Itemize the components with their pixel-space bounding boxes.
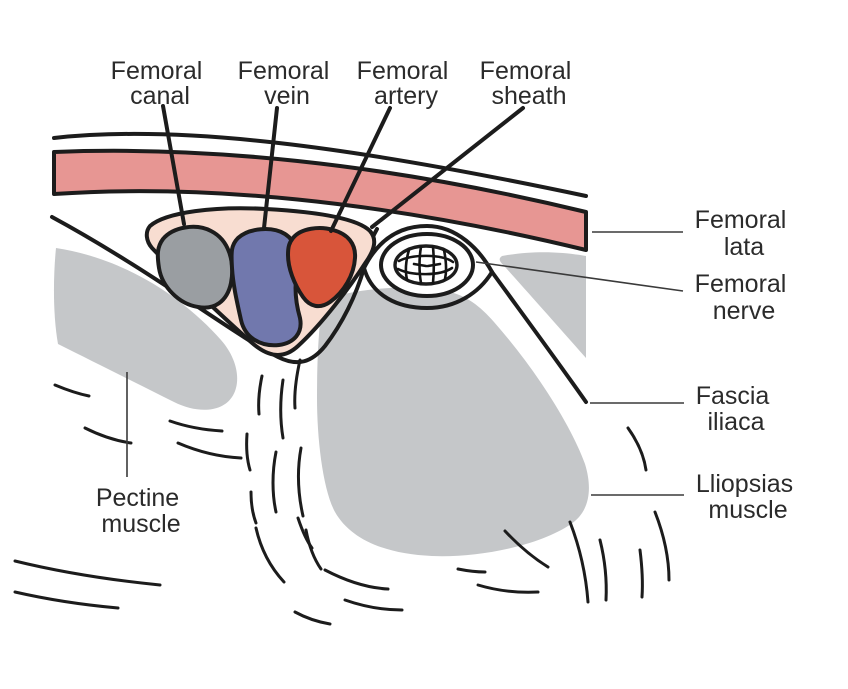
label-femoral-lata: Femoral lata (695, 206, 794, 261)
pectine-muscle-shape (53, 248, 238, 410)
label-lliopsias-muscle: Lliopsias muscle (696, 470, 800, 524)
leader-femoral-vein (262, 106, 279, 230)
leader-femoral-artery (329, 106, 392, 233)
label-pectine-muscle: Pectine muscle (96, 484, 186, 538)
label-femoral-artery: Femoral artery (357, 57, 456, 110)
label-femoral-sheath: Femoral sheath (480, 57, 579, 110)
iliopsoas-upper-patch (499, 252, 586, 358)
leader-femoral-sheath (370, 106, 525, 229)
label-femoral-vein: Femoral vein (238, 57, 337, 110)
nerve-fascicle-pattern (396, 245, 455, 285)
leader-femoral-canal (161, 104, 186, 226)
femoral-canal-shape (155, 224, 235, 310)
skin-line (52, 131, 588, 198)
femoral-vein-shape (229, 227, 303, 348)
label-femoral-canal: Femoral canal (111, 57, 210, 110)
label-fascia-iliaca: Fascia iliaca (696, 382, 777, 436)
fascia-lata-band (52, 148, 588, 252)
leader-femoral-nerve (475, 261, 684, 292)
femoral-nerve-shape (379, 232, 475, 298)
fascia-texture-dashes (13, 358, 671, 626)
label-femoral-nerve: Femoral nerve (695, 270, 794, 325)
iliopsoas-muscle-shape (317, 287, 589, 557)
